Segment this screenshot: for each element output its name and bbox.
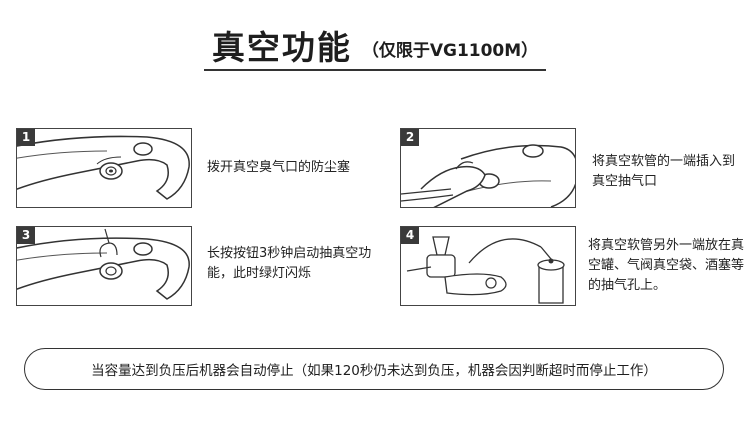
step-1-illustration: 1 <box>16 128 192 208</box>
title-main: 真空功能 <box>211 28 352 67</box>
step-4-text: 将真空软管另外一端放在真空罐、气阀真空袋、酒塞等的抽气孔上。 <box>588 238 745 293</box>
step-3-text: 长按按钮3秒钟启动抽真空功能，此时绿灯闪烁 <box>207 246 372 281</box>
title-underline <box>204 69 546 71</box>
vacuum-container-icon <box>406 236 565 304</box>
step-4-number: 4 <box>401 227 419 244</box>
title-model-note: （仅限于VG1100M） <box>361 41 539 61</box>
step-3-number: 3 <box>17 227 35 244</box>
step-2-number: 2 <box>401 129 419 146</box>
step-1-text: 拨开真空臭气口的防尘塞 <box>207 160 351 175</box>
auto-stop-note-text: 当容量达到负压后机器会自动停止（如果120秒仍未达到负压，机器会因判断超时而停止… <box>91 363 657 379</box>
hose-insert-icon <box>401 144 575 207</box>
step-1-number: 1 <box>17 129 35 146</box>
step-2-text: 将真空软管的一端插入到真空抽气口 <box>592 154 736 189</box>
device-dust-plug-icon <box>17 135 190 200</box>
auto-stop-note: 当容量达到负压后机器会自动停止（如果120秒仍未达到负压，机器会因判断超时而停止… <box>24 348 724 390</box>
step-2-illustration: 2 <box>400 128 576 208</box>
page-title: 真空功能 （仅限于VG1100M） <box>0 18 750 68</box>
step-4-illustration: 4 <box>400 226 576 306</box>
step-3-illustration: 3 <box>16 226 192 306</box>
press-button-icon <box>17 228 190 300</box>
